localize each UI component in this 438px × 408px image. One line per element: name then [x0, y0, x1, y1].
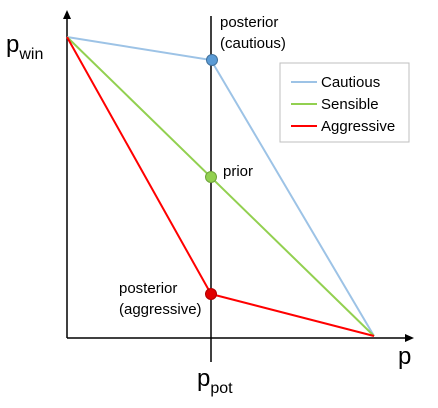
legend-box: [279, 62, 410, 143]
posterior-cautious-label-line1: posterior: [220, 14, 278, 31]
p-pot-subscript: pot: [210, 380, 233, 397]
posterior-cautious-marker: [206, 54, 218, 66]
p-pot-symbol: p: [197, 365, 210, 392]
p-pot-label: ppot: [197, 365, 233, 397]
y-axis-arrow: [63, 10, 71, 19]
posterior-cautious-label-line2: (cautious): [220, 35, 286, 52]
y-axis-symbol: p: [6, 31, 19, 58]
prior-label: prior: [223, 163, 253, 180]
posterior-aggressive-label-line2: (aggressive): [119, 301, 202, 318]
sensible-line: [66, 36, 375, 337]
legend-label-cautious: Cautious: [321, 74, 380, 91]
legend-label-aggressive: Aggressive: [321, 118, 395, 135]
x-axis-label: p: [398, 343, 411, 370]
posterior-aggressive-label-line1: posterior: [119, 280, 177, 297]
posterior-aggressive-marker: [205, 288, 217, 300]
x-axis-arrow: [405, 334, 414, 342]
y-axis-subscript: win: [18, 46, 43, 63]
y-axis-label: pwin: [6, 31, 43, 63]
legend: Cautious Sensible Aggressive: [279, 62, 410, 143]
legend-label-sensible: Sensible: [321, 96, 379, 113]
prior-marker: [205, 171, 217, 183]
